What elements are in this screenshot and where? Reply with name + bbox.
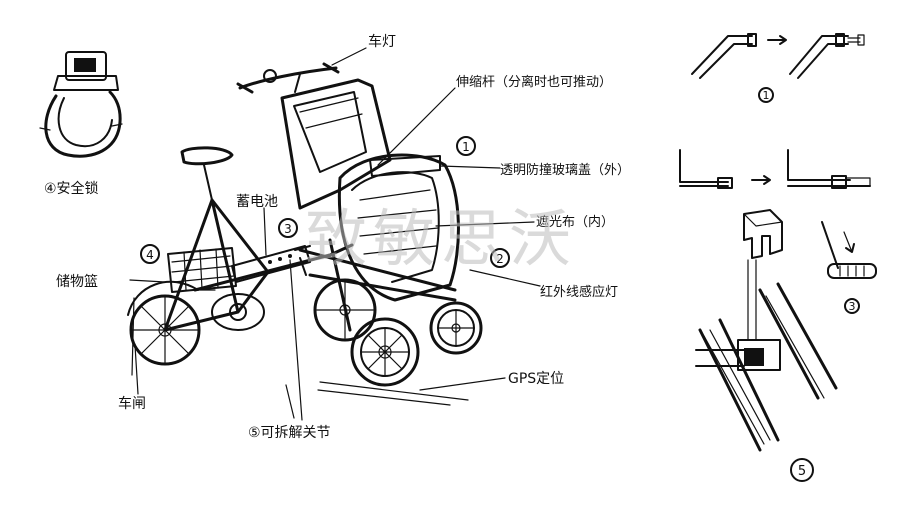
callout-lines <box>129 47 541 419</box>
marker-3: 3 <box>278 218 298 238</box>
label-storage-basket: 储物篮 <box>56 274 98 290</box>
label-sunshade: 遮光布（内） <box>536 214 614 230</box>
safety-lock-drawing <box>39 51 123 158</box>
label-brake: 车闸 <box>118 395 146 412</box>
detail-1-telescopic: 1 <box>691 33 865 103</box>
svg-text:1: 1 <box>763 89 770 102</box>
detail-5-joint: 5 <box>695 259 838 482</box>
svg-text:4: 4 <box>146 248 154 262</box>
svg-text:3: 3 <box>284 222 292 236</box>
label-infrared-light: 红外线感应灯 <box>540 284 618 300</box>
label-gps: GPS定位 <box>508 371 564 387</box>
bicycle-drawing <box>127 62 354 376</box>
label-telescopic-rod: 伸缩杆（分离时也可推动） <box>456 74 612 90</box>
marker-4: 4 <box>140 244 160 264</box>
svg-text:1: 1 <box>462 140 470 154</box>
label-battery: 蓄电池 <box>236 194 278 210</box>
stroller-drawing <box>280 78 483 421</box>
label-headlight: 车灯 <box>368 33 396 50</box>
watermark: 致敏思沃 <box>305 202 577 275</box>
label-detachable-joint: ⑤可拆解关节 <box>248 425 331 441</box>
label-transparent-cover: 透明防撞玻璃盖（外） <box>500 162 630 178</box>
svg-text:5: 5 <box>798 464 806 479</box>
svg-text:2: 2 <box>496 252 504 266</box>
detail-clip <box>743 209 783 259</box>
marker-1: 1 <box>456 136 476 156</box>
marker-2: 2 <box>490 248 510 268</box>
label-safety-lock: ④安全锁 <box>44 180 99 197</box>
svg-text:3: 3 <box>849 300 856 313</box>
detail-slide-mechanism <box>679 149 871 189</box>
detail-3-roller: 3 <box>821 221 877 314</box>
